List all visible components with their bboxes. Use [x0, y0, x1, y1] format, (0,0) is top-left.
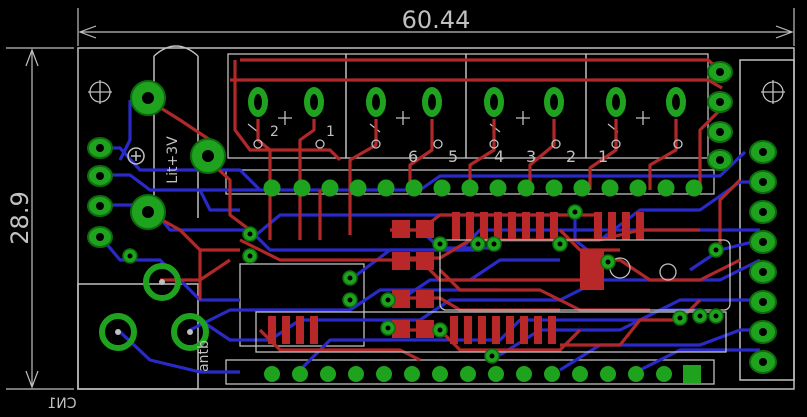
left-connector-holes — [96, 144, 104, 241]
dimension-width — [77, 8, 795, 46]
left-connector-pins — [87, 137, 113, 248]
antenna-connector-holes — [115, 279, 193, 335]
mounting-holes — [88, 80, 785, 104]
header-bottom-pins — [264, 365, 701, 383]
battery-plus-icon — [127, 147, 145, 165]
antenna-label: antb — [196, 340, 212, 372]
top-right-connector-pins — [707, 61, 733, 171]
connector-number-4: 4 — [494, 147, 504, 166]
ic-lower-pads — [268, 316, 556, 344]
width-dimension-label: 60.44 — [402, 6, 471, 34]
antenna-connector-pads — [99, 263, 209, 351]
via-holes — [127, 209, 719, 359]
connector-number-6: 6 — [408, 147, 418, 166]
top-right-connector-holes — [716, 68, 724, 164]
board-outline — [77, 45, 795, 390]
smd-pads — [268, 212, 644, 344]
battery-label: Lit+3V — [165, 136, 181, 184]
relay-pin-label-2: 2 — [270, 124, 279, 140]
connector-number-2: 2 — [566, 147, 576, 166]
relay-pad-holes — [254, 94, 680, 110]
header-top-pins — [263, 179, 703, 197]
connector-number-5: 5 — [448, 147, 458, 166]
battery-pad-holes — [142, 92, 214, 218]
cn1-label: CN1 — [47, 396, 76, 412]
height-dimension-label: 28.9 — [6, 191, 34, 244]
dimension-height — [6, 47, 74, 390]
right-connector-pins — [749, 140, 777, 374]
ic-upper-pads — [452, 212, 644, 240]
connector-number-3: 3 — [526, 147, 536, 166]
connector-number-1: 1 — [598, 147, 608, 166]
relay-pin-label-1: 1 — [326, 124, 335, 140]
right-connector-holes — [759, 148, 767, 366]
smd-resistor-pads — [392, 220, 604, 338]
relay-silk-marks — [253, 111, 683, 149]
